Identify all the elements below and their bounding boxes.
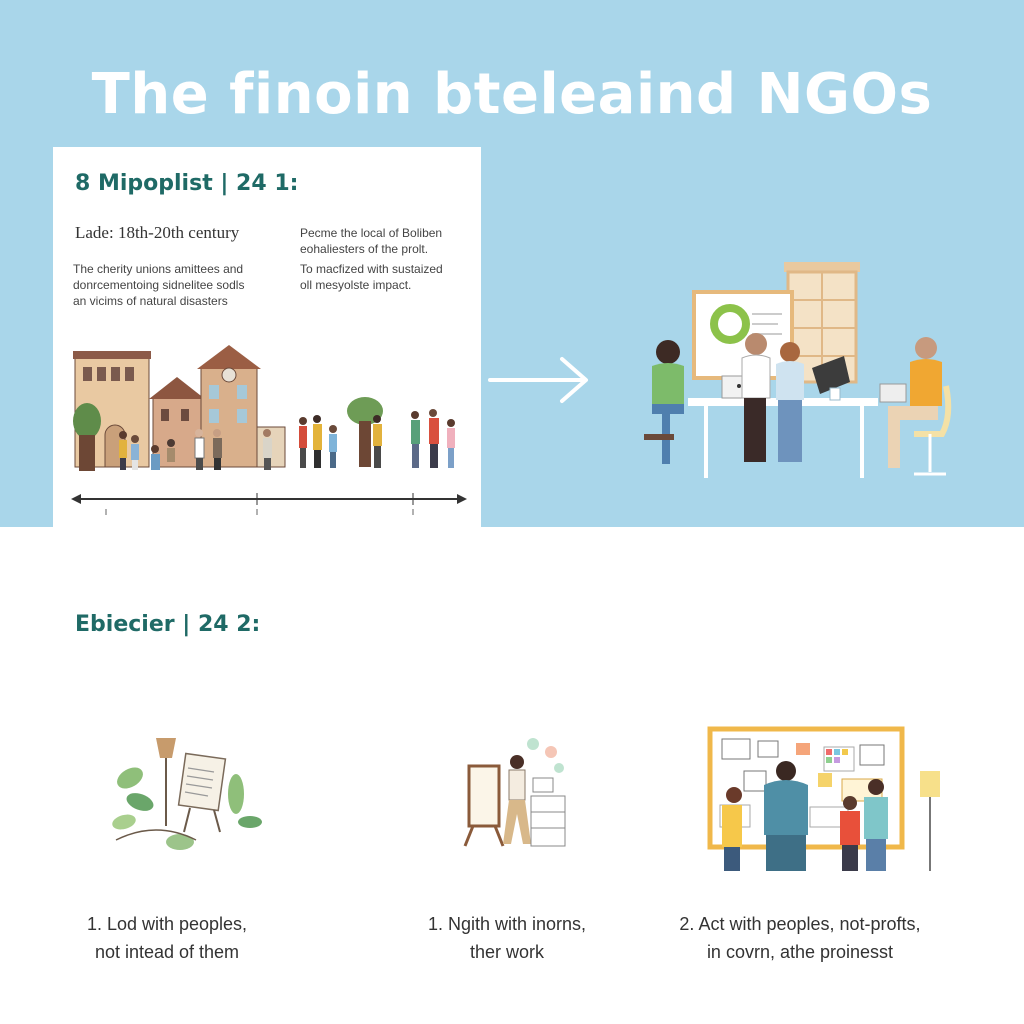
history-note-right-2: To macfized with sustaized oll mesyolste… bbox=[300, 261, 470, 293]
note-line: an vicims of natural disasters bbox=[73, 294, 228, 308]
caption-line: not intead of them bbox=[94, 942, 240, 962]
caption-3: 2. Act with peoples, not-profts, in covr… bbox=[650, 910, 950, 966]
modern-ngo-office-illustration bbox=[644, 262, 952, 478]
note-line: The cherity unions amittees and bbox=[73, 262, 244, 276]
caption-line: 1. Ngith with inorns, bbox=[427, 914, 587, 934]
note-line: To macfized with sustaized bbox=[300, 262, 443, 276]
right-arrow-icon bbox=[488, 357, 588, 403]
note-line: donrcementoing sidnelitee sodls bbox=[73, 278, 245, 292]
history-note-left: The cherity unions amittees and donrceme… bbox=[73, 261, 288, 309]
history-card: 8 Mipoplist | 24 1: Lade: 18th-20th cent… bbox=[53, 147, 481, 527]
caption-2: 1. Ngith with inorns, ther work bbox=[357, 910, 657, 966]
caption-line: in covrn, athe proinesst bbox=[706, 942, 894, 962]
era-label: Lade: 18th-20th century bbox=[75, 223, 240, 242]
caption-line: 1. Lod with peoples, bbox=[86, 914, 248, 934]
person-at-easel-illustration bbox=[463, 738, 566, 847]
note-line: oll mesyolste impact. bbox=[300, 278, 412, 292]
team-at-board-illustration bbox=[707, 726, 940, 871]
caption-1: 1. Lod with peoples, not intead of them bbox=[17, 910, 317, 966]
timeline-axis bbox=[71, 493, 467, 515]
history-note-right: Pecme the local of Boliben eohaliesters … bbox=[300, 225, 470, 257]
caption-line: 2. Act with peoples, not-profts, bbox=[679, 914, 921, 934]
historical-town-illustration bbox=[73, 345, 455, 471]
leaves-and-document-illustration bbox=[112, 738, 262, 850]
page-title: The finoin bteleaind NGOs bbox=[91, 62, 933, 127]
note-line: Pecme the local of Boliben bbox=[300, 226, 443, 240]
note-line: eohaliesters of the prolt. bbox=[300, 242, 429, 256]
section-1-title: 8 Mipoplist | 24 1: bbox=[75, 171, 299, 196]
section-2-title: Ebiecier | 24 2: bbox=[75, 612, 261, 637]
caption-line: ther work bbox=[469, 942, 545, 962]
